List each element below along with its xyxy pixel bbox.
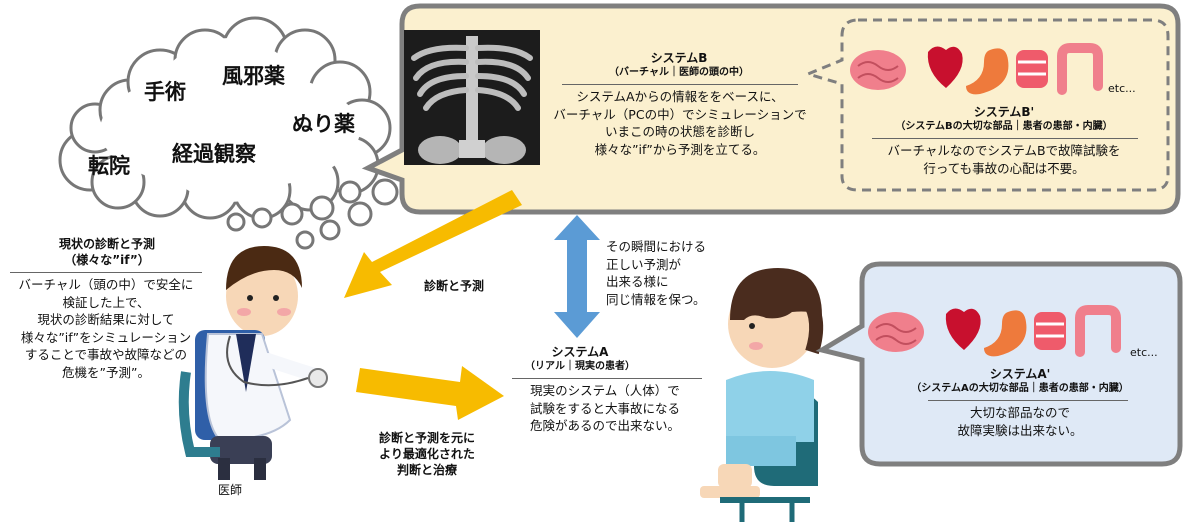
current-diagnosis-title-line-2: （様々な”if”） [64,253,150,268]
arrow-label-sync: その瞬間における 正しい予測が 出来る様に 同じ情報を保つ。 [606,238,738,308]
system-b-divider [562,84,798,85]
arrow-sync [554,215,600,338]
system-a-text: システムA （リアル｜現実の患者） [510,344,650,374]
arrow-label-treatment: 診断と予測を元に より最適化された 判断と治療 [352,430,502,479]
system-b-title: システムB [650,51,708,65]
system-a-prime-subtitle: （システムAの大切な部品｜患者の患部・内臓） [911,383,1129,395]
arrow-label-diagnosis: 診断と予測 [424,279,485,293]
system-a-prime-divider [928,400,1128,401]
arrow-label-sync-line-4: 同じ情報を保つ。 [606,291,706,307]
current-diagnosis-divider [10,272,202,273]
system-a-prime-line-2: 故障実験は出来ない。 [957,422,1083,438]
system-b-subtitle: （バーチャル｜医師の頭の中） [609,67,749,79]
xray-image [404,30,540,165]
arrow-label-treatment-line-3: 判断と治療 [396,463,457,478]
organ-icons-b [850,43,1103,95]
arrow-label-sync-line-1: その瞬間における [606,239,707,254]
system-b-prime-title: システムB' [973,105,1035,119]
system-a-prime-body: 大切な部品なので 故障実験は出来ない。 [864,404,1176,439]
current-diagnosis-title-line-1: 現状の診断と予測 [58,237,155,251]
current-diagnosis-line-1: バーチャル（頭の中）で安全に [18,277,194,292]
cloud-word-transfer: 転院 [88,154,130,178]
patient-illustration [700,268,824,522]
arrow-label-treatment-line-1: 診断と予測を元に [378,431,475,445]
system-a-subtitle: （リアル｜現実の患者） [525,361,635,373]
system-b-line-2: バーチャル（PCの中）でシミュレーションで [553,106,807,122]
system-b-prime-line-1: バーチャルなのでシステムBで故障試験を [887,143,1121,158]
system-a-prime-etc: etc... [1130,346,1158,359]
cloud-word-ointment: ぬり薬 [292,112,355,136]
system-b-body: システムAからの情報ををベースに、 バーチャル（PCの中）でシミュレーションで … [540,88,820,158]
system-a-title: システムA [551,345,609,359]
cloud-word-cold-medicine: 風邪薬 [222,64,285,88]
system-a-divider [512,378,702,379]
arrow-diagnosis [344,190,522,298]
system-b-prime-text: システムB' （システムBの大切な部品｜患者の患部・内臓） [848,104,1160,134]
current-diagnosis-line-2: 検証した上で、 [62,294,150,310]
system-b-prime-body: バーチャルなのでシステムBで故障試験を 行っても事故の心配は不要。 [848,142,1160,177]
system-a-line-2: 試験をすると大事故になる [529,400,680,416]
system-a-prime-title: システムA' [989,367,1051,381]
current-diagnosis-line-6: 危機を”予測”。 [62,364,150,380]
arrow-label-sync-line-3: 出来る様に [606,274,669,289]
thought-cloud [58,16,392,232]
arrow-label-treatment-line-2: より最適化された [379,447,475,462]
current-diagnosis-line-3: 現状の診断結果に対して [37,312,175,327]
system-b-line-3: いまこの時の状態を診断し [604,124,755,139]
system-b-prime-divider [872,138,1138,139]
system-b-line-4: 様々な”if”から予測を立てる。 [594,141,766,157]
current-diagnosis-body: バーチャル（頭の中）で安全に 検証した上で、 現状の診断結果に対して 様々な”i… [0,276,212,381]
system-b-prime-etc: etc... [1108,82,1136,95]
system-a-line-3: 危険があるので出来ない。 [529,418,680,433]
doctor-illustration [178,246,328,480]
arrow-treatment [356,366,504,420]
system-b-text: システムB （バーチャル｜医師の頭の中） [548,50,810,80]
system-a-body: 現実のシステム（人体）で 試験をすると大事故になる 危険があるので出来ない。 [498,382,712,435]
system-b-prime-subtitle: （システムBの大切な部品｜患者の患部・内臓） [895,121,1113,133]
current-diagnosis-line-5: することで事故や故障などの [24,347,188,362]
doctor-label: 医師 [218,483,243,497]
system-b-line-1: システムAからの情報ををベースに、 [576,89,784,104]
system-a-prime-line-1: 大切な部品なので [969,405,1070,420]
current-diagnosis-title: 現状の診断と予測 （様々な”if”） [4,236,210,268]
thought-dots [295,178,399,250]
organ-icons-a [868,305,1121,357]
system-b-prime-line-2: 行っても事故の心配は不要。 [923,160,1085,176]
system-a-line-1: 現実のシステム（人体）で [530,383,680,398]
cloud-word-surgery: 手術 [144,80,186,104]
system-a-prime-text: システムA' （システムAの大切な部品｜患者の患部・内臓） [864,366,1176,396]
current-diagnosis-line-4: 様々な”if”をシミュレーション [20,329,192,345]
arrow-label-sync-line-2: 正しい予測が [606,256,682,272]
cloud-word-observation: 経過観察 [172,142,256,166]
